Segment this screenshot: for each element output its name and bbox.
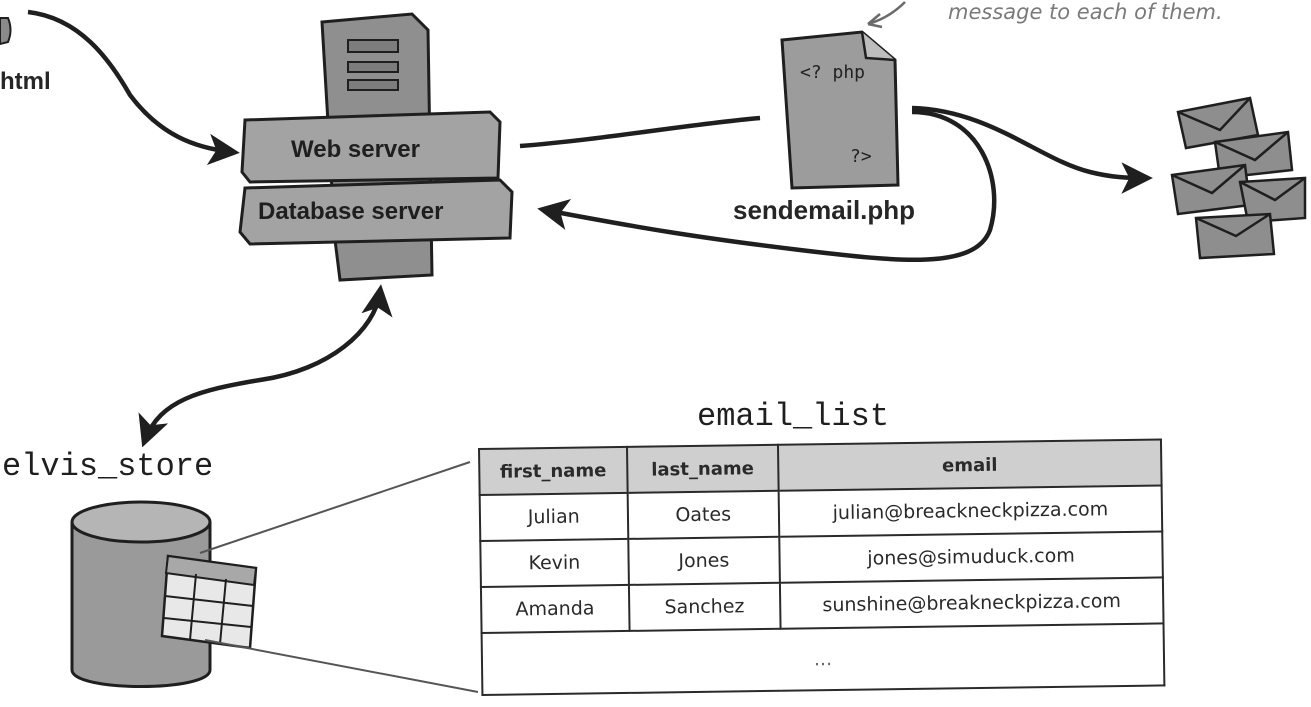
database-server-label: Database server — [258, 198, 444, 225]
zoom-line-bottom — [204, 639, 479, 693]
php-file-icon — [780, 30, 900, 190]
arrow-server-database — [138, 284, 393, 448]
column-header: first_name — [479, 446, 628, 495]
sendemail-label: sendemail.php — [733, 195, 916, 225]
arrow-php-to-envelopes — [911, 105, 1153, 194]
arrow-html-to-server — [27, 9, 240, 166]
annotation-pointer — [867, 1, 906, 26]
table-cell: jones@simuduck.com — [779, 531, 1163, 583]
table-cell: julian@breackneckpizza.com — [778, 485, 1163, 537]
html-label: html — [0, 68, 51, 95]
cropped-icon-fragment — [0, 17, 12, 46]
php-close-tag: ?> — [850, 146, 872, 167]
zoom-line-top — [199, 461, 471, 554]
table-cell: Amanda — [480, 584, 630, 633]
table-cell: Julian — [479, 492, 628, 541]
table-cell: Kevin — [480, 538, 629, 587]
table-cell: Oates — [627, 490, 780, 539]
column-header: last_name — [626, 444, 779, 493]
email-list-table: first_name last_name email Julian Oates … — [478, 438, 1165, 696]
table-cell: Jones — [627, 536, 780, 585]
php-open-tag: <? php — [800, 62, 866, 83]
table-cell: sunshine@breakneckpizza.com — [779, 577, 1164, 629]
server-icon — [238, 12, 514, 282]
database-name: elvis_store — [2, 448, 214, 485]
table-name: email_list — [697, 398, 890, 435]
envelope-stack-icon — [1170, 96, 1307, 260]
table-more-indicator: ... — [481, 623, 1165, 695]
line-server-to-php — [519, 115, 761, 149]
table-cell: Sanchez — [628, 582, 781, 631]
table-more-row: ... — [481, 623, 1165, 695]
web-server-label: Web server — [291, 136, 420, 163]
column-header: email — [777, 439, 1162, 491]
database-icon — [70, 500, 258, 688]
arrow-php-back-to-server — [537, 109, 997, 262]
annotation-text: message to each of them. — [948, 0, 1223, 24]
